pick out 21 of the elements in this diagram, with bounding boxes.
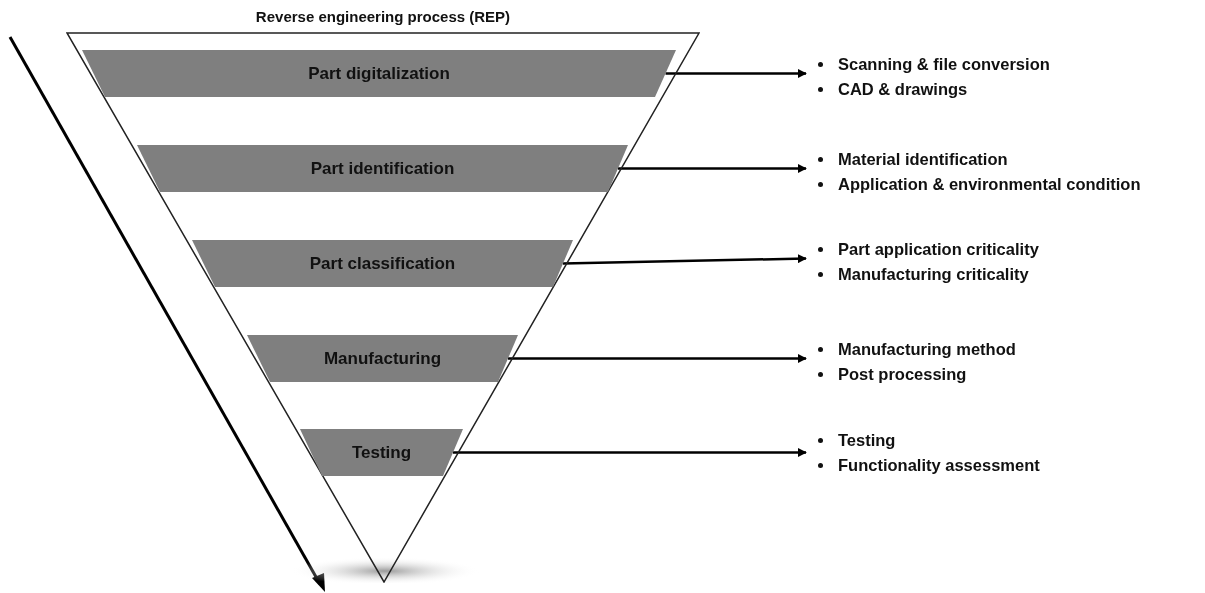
bullet-text: Manufacturing criticality [838,265,1029,284]
bullet-text: Testing [838,431,896,450]
bullet-text: Material identification [838,150,1008,169]
bullet-text: Scanning & file conversion [838,55,1050,74]
band-label: Part digitalization [308,63,450,84]
bullet-text: Functionality assessment [838,456,1040,475]
arrow [665,69,807,78]
arrow [618,164,807,173]
band-label: Testing [351,442,412,463]
triangle-heading: Reverse engineering process (REP) [254,8,512,25]
bullet-text: Post processing [838,365,967,384]
bullet-text: Manufacturing method [838,340,1016,359]
band-label: Part classification [309,253,456,274]
arrow [453,448,807,457]
bullet-text: Part application criticality [838,240,1039,259]
arrow [562,254,807,265]
arrow [508,354,807,363]
bullet-text: Application & environmental condition [838,175,1141,194]
band-label: Manufacturing [323,348,442,369]
band-label: Part identification [310,158,455,179]
bullet-text: CAD & drawings [838,80,968,99]
